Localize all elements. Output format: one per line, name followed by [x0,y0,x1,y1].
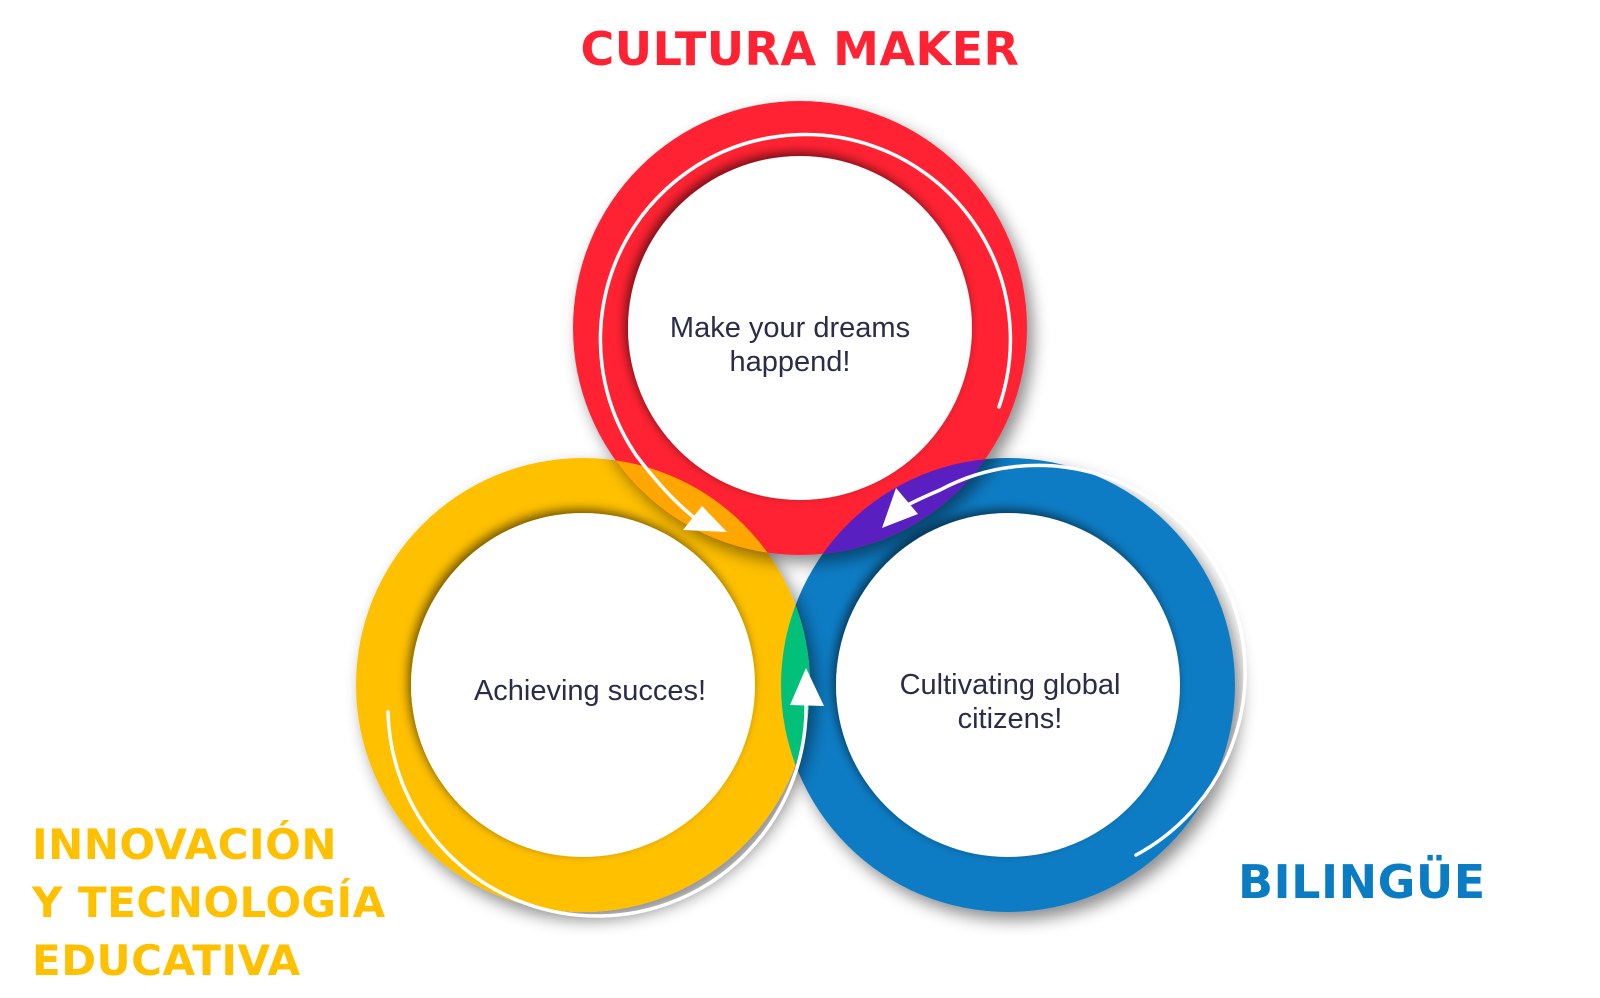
caption-bilingue-line1: Cultivating global [899,669,1121,701]
heading-innovacion-line2: Y TECNOLOGÍA [32,878,386,927]
heading-bilingue: BILINGÜE [1238,855,1486,909]
heading-innovacion-line1: INNOVACIÓN [32,820,337,869]
arrow-head-bilingue-icon [882,488,918,528]
caption-bilingue-line2: citizens! [957,703,1063,735]
heading-innovacion: INNOVACIÓN Y TECNOLOGÍA EDUCATIVA [32,816,386,990]
caption-maker-line2: happend! [729,346,851,378]
flow-arc-maker [598,132,1013,524]
flow-arc-bilingue [888,463,1247,857]
arrow-head-innovacion-icon [790,668,824,706]
caption-maker: Make your dreams happend! [640,311,940,379]
arrow-head-maker-icon [683,506,727,532]
flow-arc-innovacion [386,700,808,918]
heading-cultura-maker: CULTURA MAKER [580,22,1020,76]
inner-circle-maker [628,156,972,500]
caption-innovacion: Achieving succes! [473,675,707,707]
caption-maker-line1: Make your dreams [669,312,911,344]
heading-innovacion-line3: EDUCATIVA [32,936,301,985]
inner-circle-innovacion [411,513,755,857]
inner-circle-bilingue [836,513,1180,857]
caption-bilingue: Cultivating global citizens! [860,668,1160,736]
